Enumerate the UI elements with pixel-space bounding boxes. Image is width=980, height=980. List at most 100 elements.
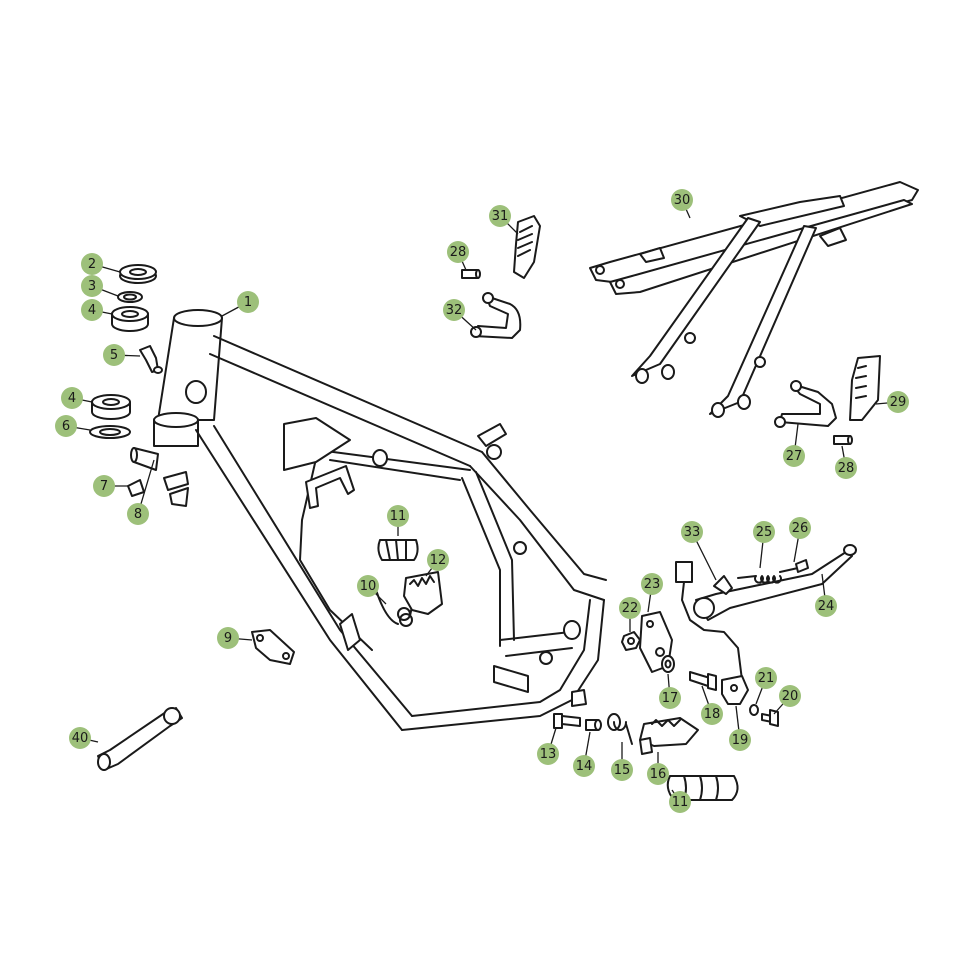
callout-number: 4 bbox=[88, 303, 96, 318]
callout-badge bbox=[81, 299, 103, 321]
callout-28: 28 bbox=[447, 241, 469, 271]
callout-12: 12 bbox=[425, 549, 449, 577]
callout-19: 19 bbox=[729, 705, 751, 751]
callout-11: 11 bbox=[387, 505, 409, 536]
callout-40: 40 bbox=[69, 727, 99, 749]
footpeg-spring-15 bbox=[607, 713, 633, 745]
callout-25: 25 bbox=[753, 521, 775, 569]
footpeg-right-16 bbox=[639, 717, 699, 755]
callout-badge bbox=[815, 595, 837, 617]
bearing-spacer-ring bbox=[117, 291, 143, 303]
frame-small-boss bbox=[513, 541, 527, 555]
callout-number: 11 bbox=[390, 509, 407, 524]
callout-number: 11 bbox=[672, 795, 689, 810]
bearing-seal-lower bbox=[89, 425, 131, 439]
callout-badge bbox=[81, 275, 103, 297]
callout-number: 26 bbox=[792, 521, 809, 536]
callout-24: 24 bbox=[815, 573, 837, 617]
footpeg-rubber-left bbox=[377, 539, 419, 561]
callout-badge bbox=[681, 521, 703, 543]
callout-number: 40 bbox=[72, 731, 89, 746]
callout-number: 9 bbox=[224, 631, 232, 646]
callout-number: 16 bbox=[650, 767, 667, 782]
callout-badge bbox=[427, 549, 449, 571]
callout-number: 21 bbox=[758, 671, 775, 686]
brake-pedal-24 bbox=[693, 544, 857, 621]
engine-mount-plate bbox=[251, 629, 295, 665]
callout-29: 29 bbox=[875, 391, 909, 413]
bushing-14 bbox=[585, 719, 602, 731]
switch-bracket-19 bbox=[721, 675, 749, 705]
callout-badge bbox=[55, 415, 77, 437]
callout-21: 21 bbox=[755, 667, 777, 705]
callout-badge bbox=[489, 205, 511, 227]
screw-20 bbox=[761, 709, 779, 727]
callout-22: 22 bbox=[619, 597, 641, 632]
frame-pivot-boss bbox=[563, 620, 581, 640]
callout-number: 27 bbox=[786, 449, 803, 464]
bearing-dust-seal bbox=[119, 264, 157, 284]
callout-number: 8 bbox=[134, 507, 142, 522]
main-frame bbox=[153, 309, 607, 731]
steering-bearing-lower bbox=[91, 394, 131, 420]
callout-10: 10 bbox=[357, 575, 387, 605]
pivot-bolt-13 bbox=[553, 713, 581, 729]
pedal-stop-33 bbox=[713, 575, 733, 595]
callout-badge bbox=[669, 791, 691, 813]
rear-footpeg-mount-27 bbox=[774, 380, 837, 428]
callout-badge bbox=[127, 503, 149, 525]
callout-1: 1 bbox=[221, 291, 259, 317]
frame-mount-boss bbox=[486, 444, 502, 460]
callout-badge bbox=[729, 729, 751, 751]
callout-8: 8 bbox=[127, 459, 155, 525]
callout-20: 20 bbox=[773, 685, 801, 715]
callout-5: 5 bbox=[103, 344, 141, 366]
frame-gusset-plate bbox=[283, 417, 351, 471]
pin-28-right bbox=[833, 435, 853, 445]
callout-number: 23 bbox=[644, 577, 661, 592]
callout-33: 33 bbox=[681, 521, 717, 581]
frame-rear-brace bbox=[461, 471, 515, 647]
rear-subframe bbox=[589, 181, 919, 418]
callout-badge bbox=[755, 667, 777, 689]
frame-side-lug bbox=[339, 613, 361, 651]
callout-badge bbox=[701, 703, 723, 725]
callout-number: 19 bbox=[732, 733, 749, 748]
callout-badge bbox=[611, 759, 633, 781]
callout-badge bbox=[443, 299, 465, 321]
callout-number: 6 bbox=[62, 419, 70, 434]
callout-2: 2 bbox=[81, 253, 121, 275]
callout-badge bbox=[659, 687, 681, 709]
bolt-18 bbox=[689, 671, 717, 691]
callout-badge bbox=[357, 575, 379, 597]
callout-badge bbox=[779, 685, 801, 707]
steering-bearing-upper bbox=[111, 306, 149, 332]
callout-badge bbox=[619, 597, 641, 619]
callout-17: 17 bbox=[659, 673, 681, 709]
frame-tank-bracket bbox=[477, 423, 507, 447]
callout-badge bbox=[103, 344, 125, 366]
rear-footpeg-29 bbox=[849, 355, 881, 421]
steering-lock-bolts bbox=[130, 447, 189, 507]
callout-badge bbox=[387, 505, 409, 527]
footpeg-mount-32 bbox=[470, 292, 522, 339]
lock-retainer-clip bbox=[127, 479, 145, 497]
frame-rear-section bbox=[469, 451, 607, 601]
callout-badge bbox=[789, 517, 811, 539]
callout-15: 15 bbox=[611, 742, 633, 781]
callout-number: 5 bbox=[110, 348, 118, 363]
callout-number: 32 bbox=[446, 303, 463, 318]
callout-number: 10 bbox=[360, 579, 377, 594]
callout-number: 33 bbox=[684, 525, 701, 540]
callout-badge bbox=[887, 391, 909, 413]
callout-badge bbox=[61, 387, 83, 409]
callout-number: 24 bbox=[818, 599, 835, 614]
footpeg-bracket-31 bbox=[513, 215, 541, 279]
callout-badge bbox=[835, 457, 857, 479]
cable-guide-clip bbox=[139, 345, 163, 374]
callout-number: 7 bbox=[100, 479, 108, 494]
callout-number: 13 bbox=[540, 747, 557, 762]
callout-badge bbox=[783, 445, 805, 467]
callout-14: 14 bbox=[573, 731, 595, 777]
